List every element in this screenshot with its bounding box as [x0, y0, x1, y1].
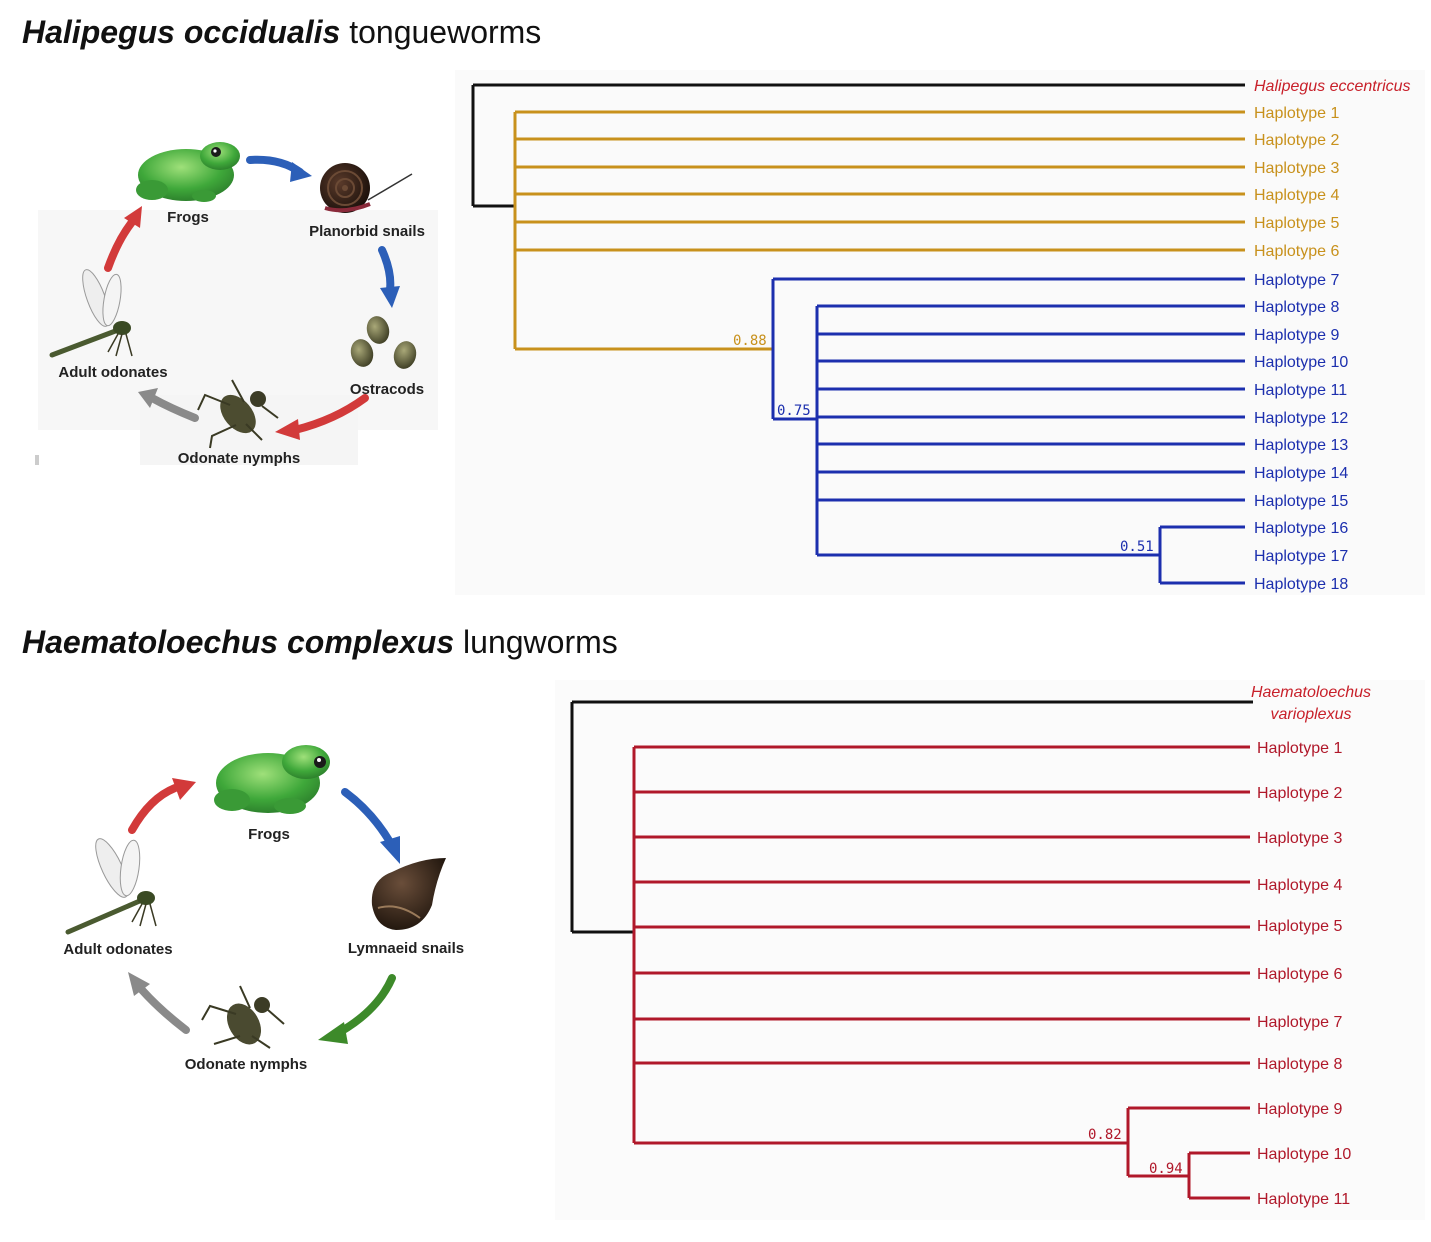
arrow-adult-to-frog	[128, 784, 179, 834]
support-value: 0.75	[777, 403, 811, 419]
arrowhead	[138, 388, 158, 408]
lymnaeid-snail-icon	[371, 858, 446, 930]
clade-branches	[632, 745, 1250, 1200]
arrow-adult-to-frog	[104, 218, 136, 272]
host-label-adult-odonates: Adult odonates	[63, 941, 172, 958]
support-value: 0.88	[733, 333, 767, 349]
tip-label: Haplotype 2	[1257, 785, 1342, 802]
adult-odonate-icon	[65, 838, 157, 935]
host-label-lymnaeid-snails: Lymnaeid snails	[348, 940, 464, 957]
panel-backdrop	[555, 680, 1425, 1220]
arrow-ostracod-to-nymph	[291, 394, 369, 434]
arrow-frog-to-snail	[341, 788, 394, 846]
section-title-haematoloechus: Haematoloechus complexus lungworms	[22, 624, 618, 661]
host-label-odonate-nymphs: Odonate nymphs	[178, 450, 301, 467]
clade-b-branches	[771, 277, 1245, 585]
tip-label: Haplotype 3	[1254, 160, 1339, 177]
scale-mark	[35, 455, 39, 465]
arrowhead	[172, 778, 196, 800]
host-label-odonate-nymphs: Odonate nymphs	[185, 1056, 308, 1073]
odonate-nymph-icon	[197, 379, 279, 449]
tip-label: Haplotype 9	[1254, 327, 1339, 344]
support-value: 0.51	[1120, 539, 1154, 555]
tip-label: Haplotype 7	[1254, 272, 1339, 289]
host-label-frogs: Frogs	[248, 826, 290, 843]
arrow-nymph-to-adult	[138, 986, 190, 1034]
tip-label: Haplotype 7	[1257, 1014, 1342, 1031]
tip-label: Haplotype 10	[1254, 354, 1348, 371]
arrowhead	[380, 286, 400, 308]
life-cycle-2: Frogs Lymnaeid snails Odonate nymphs Adu…	[63, 745, 464, 1073]
arrowhead	[124, 206, 142, 228]
outgroup-label: Halipegus eccentricus	[1254, 78, 1411, 95]
tip-label: Haplotype 3	[1257, 830, 1342, 847]
adult-odonate-icon	[49, 269, 133, 358]
arrowhead	[318, 1022, 348, 1044]
tip-label: Haplotype 13	[1254, 437, 1348, 454]
host-label-adult-odonates: Adult odonates	[58, 364, 167, 381]
tip-label: Haplotype 15	[1254, 493, 1348, 510]
title-species-name: Halipegus occidualis	[22, 14, 341, 50]
phylogeny-halipegus	[455, 70, 1425, 595]
section-title-halipegus: Halipegus occidualis tongueworms	[22, 14, 541, 51]
outgroup-label-line1: Haematoloechus	[1251, 684, 1371, 701]
tip-label: Haplotype 4	[1257, 877, 1342, 894]
tip-label: Haplotype 1	[1254, 105, 1339, 122]
tip-label: Haplotype 8	[1254, 299, 1339, 316]
tip-label: Haplotype 4	[1254, 187, 1339, 204]
host-label-ostracods: Ostracods	[350, 381, 424, 398]
host-label-frogs: Frogs	[167, 209, 209, 226]
support-value: 0.82	[1088, 1127, 1122, 1143]
tip-label: Haplotype 10	[1257, 1146, 1351, 1163]
ostracods-icon	[350, 316, 417, 369]
tip-label: Haplotype 16	[1254, 520, 1348, 537]
tip-label: Haplotype 8	[1257, 1056, 1342, 1073]
arrow-snail-to-ostracod	[378, 246, 395, 294]
arrowhead	[290, 162, 312, 182]
arrow-snail-to-nymph	[336, 974, 396, 1036]
frog-icon	[214, 745, 330, 814]
arrowhead	[128, 972, 150, 996]
tip-label: Haplotype 6	[1254, 243, 1339, 260]
planorbid-snail-icon	[320, 163, 413, 213]
tip-label: Haplotype 11	[1257, 1191, 1350, 1208]
outgroup-label-line2: varioplexus	[1271, 706, 1352, 723]
tip-label: Haplotype 17	[1254, 548, 1348, 565]
tip-label: Haplotype 5	[1257, 918, 1342, 935]
title-species-name: Haematoloechus complexus	[22, 624, 455, 660]
tip-label: Haplotype 12	[1254, 410, 1348, 427]
title-common-name: tongueworms	[340, 14, 542, 50]
frog-icon	[136, 142, 240, 202]
arrow-nymph-to-adult	[148, 394, 199, 422]
tip-label: Haplotype 1	[1257, 740, 1342, 757]
support-value: 0.94	[1149, 1161, 1183, 1177]
host-label-planorbid-snails: Planorbid snails	[309, 223, 425, 240]
tip-label: Haplotype 9	[1257, 1101, 1342, 1118]
arrowhead	[275, 419, 300, 440]
arrowhead	[380, 836, 400, 864]
tip-label: Haplotype 11	[1254, 382, 1347, 399]
life-cycle-1: Frogs Planorbid snails Ostracods	[35, 142, 438, 467]
tip-label: Haplotype 18	[1254, 576, 1348, 593]
odonate-nymph-icon	[201, 985, 285, 1049]
tip-label: Haplotype 2	[1254, 132, 1339, 149]
tip-label: Haplotype 14	[1254, 465, 1348, 482]
phylogeny-haematoloechus	[555, 680, 1425, 1220]
tip-label: Haplotype 6	[1257, 966, 1342, 983]
clade-a-branches	[513, 110, 1245, 351]
title-common-name: lungworms	[454, 624, 618, 660]
tip-label: Haplotype 5	[1254, 215, 1339, 232]
